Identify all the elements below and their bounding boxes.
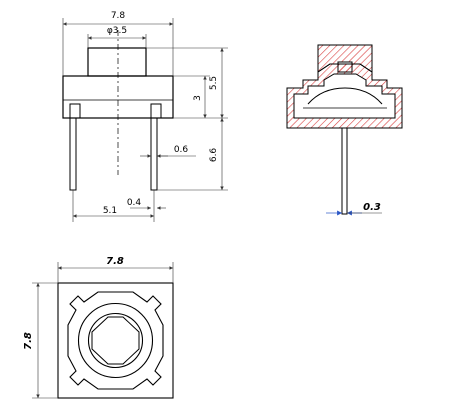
top-button: [91, 316, 140, 365]
front-pin-left: [69, 103, 81, 191]
top-inner-ring: [87, 312, 144, 369]
front-view: [62, 30, 174, 191]
front-stem: [87, 47, 147, 77]
dim-section-pin-label: 0.3: [363, 202, 381, 213]
dim-width-label: 7.8: [111, 11, 126, 21]
top-body: [57, 282, 174, 399]
top-dimensions: [32, 262, 174, 399]
section-view: [286, 44, 403, 216]
section-dome: [307, 87, 383, 105]
dim-pin-pitch-label: 5.1: [103, 206, 117, 216]
dim-top-height-label: 7.8: [23, 332, 34, 350]
front-dimension-labels: 7.8 φ3.5 5.5 3 6.6 0.6 0.4 5.1: [103, 11, 219, 216]
dim-pin-thickness-label: 0.4: [127, 198, 142, 208]
top-view: [57, 282, 174, 399]
section-stem: [317, 44, 373, 73]
dim-stem-diameter-label: φ3.5: [107, 26, 127, 36]
dim-top-width-label: 7.8: [106, 256, 124, 267]
dim-pin-width-label: 0.6: [174, 145, 189, 155]
front-pin-right: [150, 103, 162, 191]
dim-body-height-label: 3: [193, 95, 203, 101]
dim-total-height-label: 5.5: [209, 76, 219, 90]
dim-pin-length-label: 6.6: [209, 148, 219, 163]
top-slot-ring: [67, 291, 164, 390]
section-pin: [341, 127, 348, 215]
front-dimensions: [62, 18, 228, 222]
top-outer-ring: [77, 302, 154, 379]
